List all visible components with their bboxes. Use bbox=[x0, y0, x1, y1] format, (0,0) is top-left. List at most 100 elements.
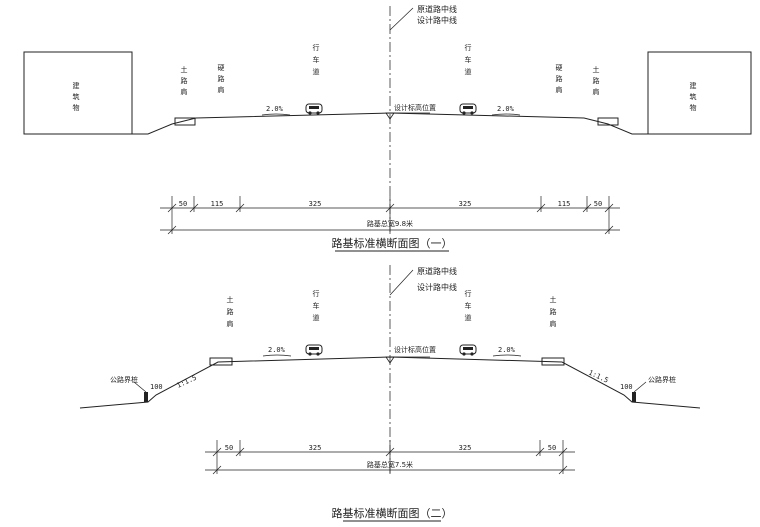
embankment-slope-right: 1:1.5 bbox=[587, 369, 609, 385]
label-earth-shoulder-left-2: 土 路 肩 bbox=[227, 295, 234, 328]
dim-2-lane-left: 325 bbox=[309, 444, 322, 452]
boundary-post-left bbox=[144, 392, 148, 402]
dim-1-hard-right: 115 bbox=[558, 200, 571, 208]
dim-1-lane-left: 325 bbox=[309, 200, 322, 208]
section-2: 原道路中线 设计路中线 公路界桩 公路界桩 100 100 1:1.5 1:1.… bbox=[79, 265, 701, 522]
svg-text:肩: 肩 bbox=[556, 85, 563, 94]
title-section-2: 路基标准横断面图（二） bbox=[332, 506, 453, 520]
label-carriageway-left-2: 行 车 道 bbox=[313, 289, 320, 322]
boundary-leader-right bbox=[633, 381, 647, 393]
car-icon-left-1 bbox=[305, 103, 323, 115]
svg-text:行: 行 bbox=[465, 289, 472, 298]
slope-arrow-right-2 bbox=[492, 354, 522, 357]
slope-arrow-left-1 bbox=[261, 113, 291, 116]
boundary-dim-right: 100 bbox=[620, 383, 633, 391]
boundary-label-left: 公路界桩 bbox=[110, 375, 138, 384]
slope-right-1: 2.0% bbox=[497, 105, 515, 113]
svg-text:道: 道 bbox=[313, 67, 320, 76]
svg-text:行: 行 bbox=[465, 43, 472, 52]
svg-text:路: 路 bbox=[550, 307, 557, 316]
dim-2-shoulder-left: 50 bbox=[225, 444, 233, 452]
building-label-left-2: 筑 bbox=[73, 92, 80, 101]
svg-text:肩: 肩 bbox=[550, 319, 557, 328]
car-icon-left-2 bbox=[305, 344, 323, 356]
label-original-centerline-2: 原道路中线 bbox=[417, 266, 457, 276]
car-icon-right-1 bbox=[459, 103, 477, 115]
curb-right-1 bbox=[597, 117, 619, 126]
label-original-centerline-1: 原道路中线 bbox=[417, 4, 457, 14]
svg-text:肩: 肩 bbox=[218, 85, 225, 94]
label-carriageway-left-1: 行 车 道 bbox=[313, 43, 320, 76]
svg-text:道: 道 bbox=[465, 313, 472, 322]
label-hard-shoulder-left-1: 硬 路 肩 bbox=[218, 64, 225, 94]
svg-text:车: 车 bbox=[465, 55, 472, 64]
label-earth-shoulder-left-1: 土 路 肩 bbox=[181, 65, 188, 96]
dim-1-lane-right: 325 bbox=[459, 200, 472, 208]
svg-text:路: 路 bbox=[227, 307, 234, 316]
label-carriageway-right-1: 行 车 道 bbox=[465, 43, 472, 76]
curb-left-1 bbox=[174, 117, 196, 126]
building-label-left-1: 建 bbox=[73, 81, 80, 90]
svg-text:行: 行 bbox=[313, 43, 320, 52]
svg-text:车: 车 bbox=[313, 55, 320, 64]
label-design-centerline-1: 设计路中线 bbox=[417, 15, 457, 25]
section-1: 原道路中线 设计路中线 建 筑 物 建 筑 物 2.0% 2.0% bbox=[23, 4, 752, 252]
total-width-2: 路基总宽7.5米 bbox=[367, 460, 413, 469]
slope-arrow-right-1 bbox=[491, 113, 521, 116]
svg-text:肩: 肩 bbox=[181, 87, 188, 96]
svg-text:车: 车 bbox=[465, 301, 472, 310]
building-label-right-3: 物 bbox=[690, 103, 697, 112]
dim-2-lane-right: 325 bbox=[459, 444, 472, 452]
curb-left-2 bbox=[209, 357, 233, 366]
svg-text:道: 道 bbox=[313, 313, 320, 322]
svg-text:硬: 硬 bbox=[218, 64, 225, 72]
label-design-centerline-2: 设计路中线 bbox=[417, 282, 457, 292]
slope-right-2: 2.0% bbox=[498, 346, 516, 354]
slope-left-2: 2.0% bbox=[268, 346, 286, 354]
building-label-right-2: 筑 bbox=[690, 92, 697, 101]
building-right bbox=[647, 51, 752, 135]
label-hard-shoulder-right-1: 硬 路 肩 bbox=[556, 64, 563, 94]
curb-right-2 bbox=[541, 357, 565, 366]
dim-1-shoulder-left: 50 bbox=[179, 200, 187, 208]
boundary-post-right bbox=[632, 392, 636, 402]
design-elevation-label-1: 设计标高位置 bbox=[394, 103, 436, 112]
dimension-row-1: 50 115 325 325 115 50 路基总宽9.8米 bbox=[160, 196, 620, 235]
centerline-leader-1 bbox=[389, 7, 414, 31]
embankment-slope-left: 1:1.5 bbox=[175, 374, 197, 390]
svg-text:车: 车 bbox=[313, 301, 320, 310]
total-width-1: 路基总宽9.8米 bbox=[367, 219, 413, 228]
svg-text:路: 路 bbox=[556, 74, 563, 83]
dimension-row-2: 50 325 325 50 路基总宽7.5米 bbox=[205, 440, 575, 475]
label-carriageway-right-2: 行 车 道 bbox=[465, 289, 472, 322]
title-section-1: 路基标准横断面图（一） bbox=[332, 236, 453, 250]
centerline-leader-2 bbox=[389, 269, 414, 296]
svg-text:土: 土 bbox=[181, 65, 188, 74]
road-profile-1 bbox=[24, 112, 751, 135]
svg-text:路: 路 bbox=[593, 76, 600, 85]
label-earth-shoulder-right-1: 土 路 肩 bbox=[593, 65, 600, 96]
boundary-leader-left bbox=[133, 381, 147, 393]
svg-text:行: 行 bbox=[313, 289, 320, 298]
slope-arrow-left-2 bbox=[262, 354, 292, 357]
design-elevation-label-2: 设计标高位置 bbox=[394, 345, 436, 354]
svg-text:道: 道 bbox=[465, 67, 472, 76]
car-icon-right-2 bbox=[459, 344, 477, 356]
boundary-label-right: 公路界桩 bbox=[648, 375, 676, 384]
svg-text:硬: 硬 bbox=[556, 64, 563, 72]
slope-left-1: 2.0% bbox=[266, 105, 284, 113]
building-label-right-1: 建 bbox=[690, 81, 697, 90]
svg-text:肩: 肩 bbox=[227, 319, 234, 328]
dim-2-shoulder-right: 50 bbox=[548, 444, 556, 452]
svg-text:肩: 肩 bbox=[593, 87, 600, 96]
svg-text:土: 土 bbox=[593, 65, 600, 74]
svg-text:土: 土 bbox=[227, 295, 234, 304]
dim-1-shoulder-right: 50 bbox=[594, 200, 602, 208]
building-label-left-3: 物 bbox=[73, 103, 80, 112]
boundary-dim-left: 100 bbox=[150, 383, 163, 391]
label-earth-shoulder-right-2: 土 路 肩 bbox=[550, 295, 557, 328]
svg-text:土: 土 bbox=[550, 295, 557, 304]
svg-text:路: 路 bbox=[181, 76, 188, 85]
